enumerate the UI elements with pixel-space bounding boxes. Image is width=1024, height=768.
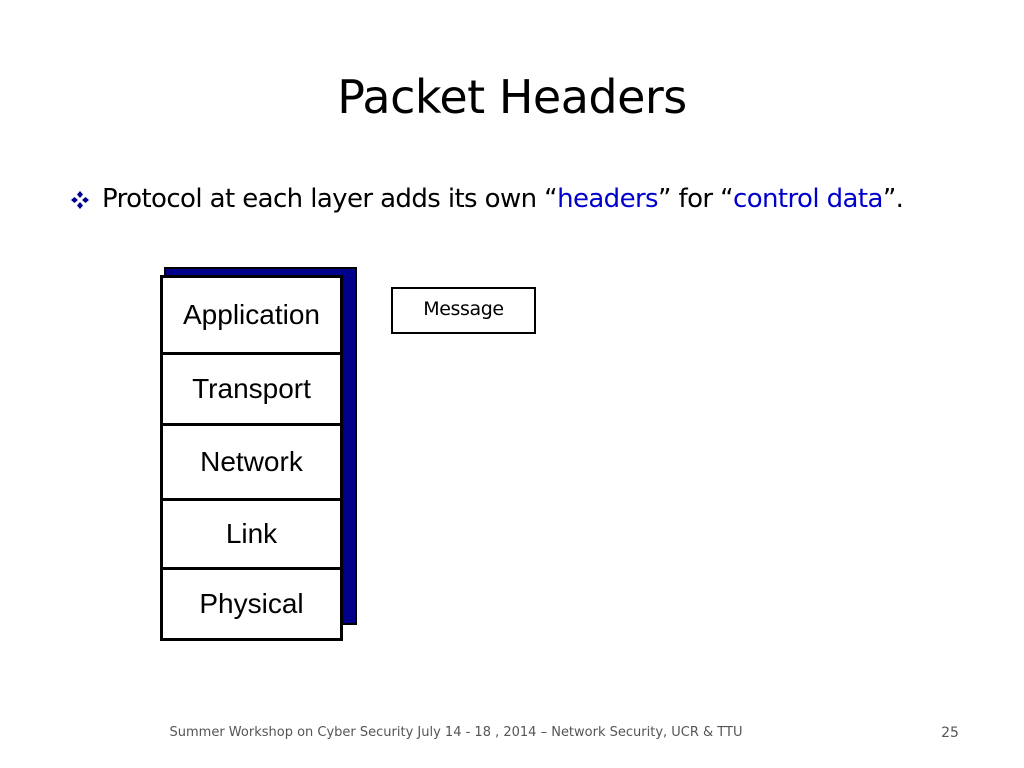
- four-diamond-bullet-icon: [71, 191, 89, 209]
- layer-application: Application: [163, 278, 340, 355]
- page-number: 25: [941, 725, 959, 741]
- headers-highlight: headers: [557, 184, 659, 214]
- footer-text: Summer Workshop on Cyber Security July 1…: [169, 725, 743, 740]
- layer-physical: Physical: [199, 588, 304, 619]
- protocol-layer-stack: Application Transport Network Link Physi…: [160, 275, 343, 641]
- bullet-text-part: ” for “: [658, 184, 734, 214]
- message-box: Message: [391, 287, 536, 334]
- bullet-text: Protocol at each layer adds its own “hea…: [102, 178, 904, 220]
- bullet-text-part: ”.: [882, 184, 904, 214]
- layer-transport: Transport: [163, 355, 340, 426]
- control-data-highlight: control data: [733, 184, 883, 214]
- slide-title: Packet Headers: [337, 70, 687, 124]
- layer-network: Network: [163, 426, 340, 501]
- bullet-text-part: Protocol at each layer adds its own “: [102, 184, 558, 214]
- layer-link: Link: [163, 501, 340, 570]
- bullet-point: Protocol at each layer adds its own “hea…: [70, 178, 1010, 222]
